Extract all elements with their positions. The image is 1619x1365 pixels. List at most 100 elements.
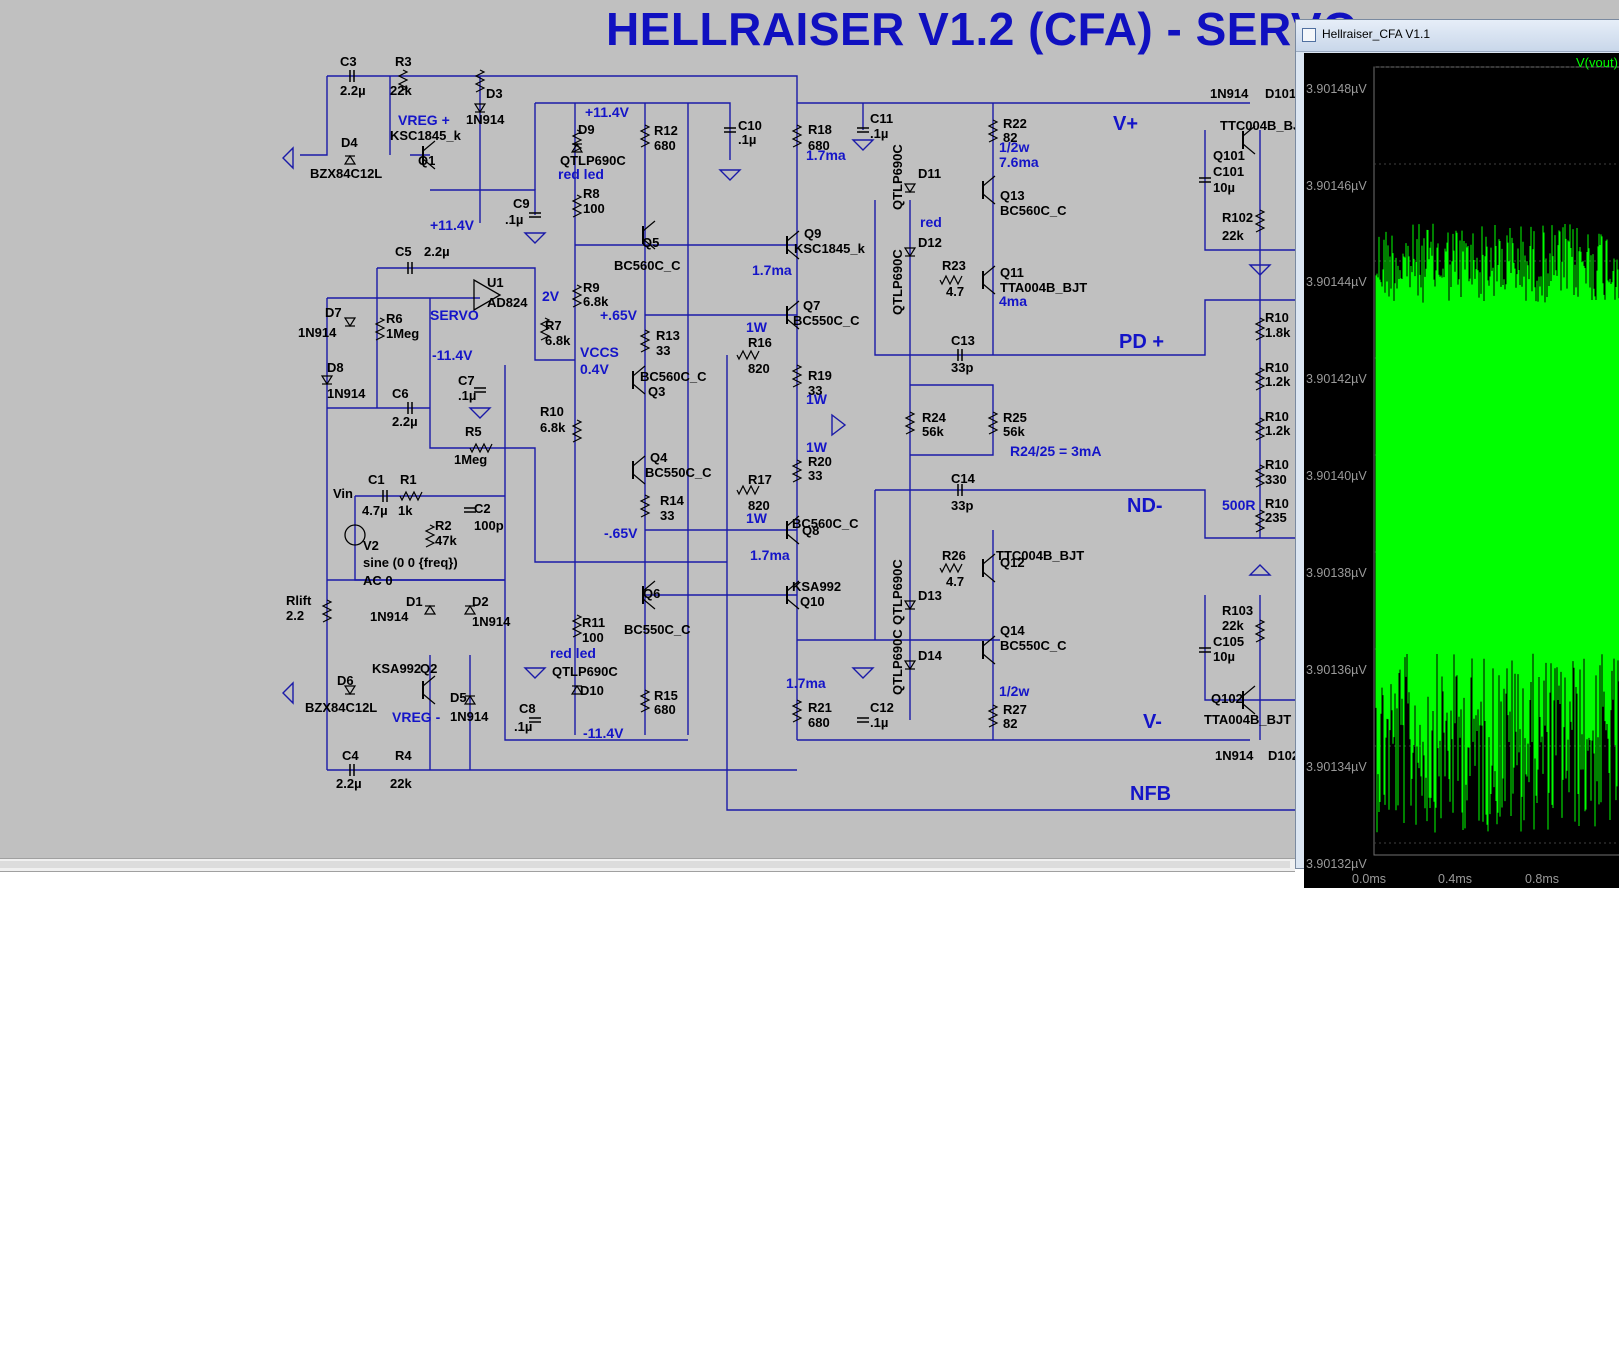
component-value: 33 xyxy=(660,508,674,523)
component-value: 56k xyxy=(1003,424,1025,439)
transistor-symbol xyxy=(982,193,996,205)
component-value: 22k xyxy=(390,83,412,98)
plot-titlebar[interactable]: Hellraiser_CFA V1.1 xyxy=(1296,20,1619,52)
annotation-r500: 500R xyxy=(1222,497,1255,513)
transistor-symbol xyxy=(642,598,656,610)
trace-label[interactable]: V(vout) xyxy=(1576,55,1618,70)
plot-pane[interactable]: V(vout) 3.90148µV 3.90146µV 3.90144µV 3.… xyxy=(1304,53,1619,888)
net-label-pd: PD + xyxy=(1119,331,1164,353)
component-value: 47k xyxy=(435,533,457,548)
resistor-symbol xyxy=(399,490,423,502)
transistor-symbol xyxy=(422,158,436,170)
component-value: 1N914 xyxy=(298,325,337,340)
component-value: QTLP690C xyxy=(552,664,618,679)
component-ref: C11 xyxy=(870,111,893,126)
component-ref: D8 xyxy=(327,360,344,375)
net-label-vneg: V- xyxy=(1143,711,1162,733)
waveform-plot-window[interactable]: Hellraiser_CFA V1.1 V(vout) 3.90148µV 3.… xyxy=(1295,19,1619,888)
diode-symbol xyxy=(570,142,584,153)
annotation-plus114: +11.4V xyxy=(585,104,630,120)
component-ref: D5 xyxy=(450,690,467,705)
component-ref: R16 xyxy=(748,335,772,350)
component-value: 1N914 xyxy=(472,614,511,629)
component-value: AD824 xyxy=(487,295,528,310)
annotation-vreg-pos: VREG + xyxy=(398,112,450,128)
ground-symbol xyxy=(1248,564,1272,576)
component-value: 100p xyxy=(474,518,504,533)
component-value: 1N914 xyxy=(1210,86,1249,101)
resistor-symbol xyxy=(736,484,760,496)
component-value: 82 xyxy=(1003,716,1017,731)
component-value: BC550C_C xyxy=(645,465,712,480)
component-ref: R27 xyxy=(1003,702,1027,717)
component-ref: R15 xyxy=(654,688,678,703)
ground-symbol xyxy=(1248,264,1272,276)
component-value: 10µ xyxy=(1213,180,1235,195)
scrollbar-thumb[interactable] xyxy=(0,861,1290,868)
annotation-ma4: 4ma xyxy=(999,293,1027,309)
diode-symbol xyxy=(320,375,334,386)
transistor-symbol xyxy=(786,248,800,260)
resistor-symbol xyxy=(469,442,493,454)
y-tick-label: 3.90144µV xyxy=(1306,275,1367,289)
component-ref: D102 xyxy=(1268,748,1295,763)
component-ref: R21 xyxy=(808,700,832,715)
component-value: .1µ xyxy=(870,126,888,141)
transistor-symbol xyxy=(642,238,656,250)
component-value: 6.8k xyxy=(545,333,571,348)
component-value: 4.7µ xyxy=(362,503,388,518)
y-tick-label: 3.90146µV xyxy=(1306,179,1367,193)
annotation-ma17d: 1.7ma xyxy=(786,675,826,691)
resistor-symbol xyxy=(571,284,583,308)
annotation-r2425: R24/25 = 3mA xyxy=(1010,443,1101,459)
annotation-half-w-b: 1/2w xyxy=(999,683,1029,699)
transistor-symbol xyxy=(632,455,646,467)
output-port-arrow xyxy=(831,413,847,437)
resistor-symbol xyxy=(987,411,999,435)
component-ref: Q2 xyxy=(420,661,437,676)
component-ref: D11 xyxy=(918,166,941,181)
resistor-symbol xyxy=(939,274,963,286)
plot-trace-area[interactable] xyxy=(1304,53,1619,888)
waveform-app-icon xyxy=(1302,28,1316,42)
component-ref: D14 xyxy=(918,648,943,663)
annotation-minus114: -11.4V xyxy=(432,347,473,363)
component-ref: C5 xyxy=(395,244,412,259)
transistor-symbol xyxy=(632,365,646,377)
diode-symbol xyxy=(473,103,487,114)
transistor-symbol xyxy=(1242,143,1256,155)
component-ref: R23 xyxy=(942,258,966,273)
transistor-symbol xyxy=(642,580,656,592)
component-value: 235 xyxy=(1265,510,1287,525)
component-value: 33p xyxy=(951,360,973,375)
transistor-symbol xyxy=(786,230,800,242)
component-value: 22k xyxy=(390,776,412,791)
diode-symbol xyxy=(903,600,917,611)
wire xyxy=(1204,130,1295,251)
component-ref: Q12 xyxy=(1000,555,1025,570)
component-ref: D4 xyxy=(341,135,358,150)
diode-symbol xyxy=(463,604,477,615)
diode-symbol xyxy=(343,317,357,328)
component-value: .1µ xyxy=(514,719,532,734)
component-value: 22k xyxy=(1222,618,1244,633)
component-value: 1.8k xyxy=(1265,325,1291,340)
horizontal-scrollbar[interactable] xyxy=(0,858,1295,872)
component-value: BC560C_C xyxy=(1000,203,1067,218)
annotation-red-led1: red led xyxy=(558,166,604,182)
component-ref: Q11 xyxy=(1000,265,1024,280)
schematic-title: HELLRAISER V1.2 (CFA) - SERVO xyxy=(606,3,1359,55)
component-ref: Q8 xyxy=(802,523,819,538)
resistor-symbol xyxy=(571,129,583,153)
diode-symbol xyxy=(343,685,357,696)
wire xyxy=(327,75,798,190)
port-arrow xyxy=(282,681,294,705)
component-ref: R24 xyxy=(922,410,947,425)
wire xyxy=(726,355,1295,811)
component-value: 1k xyxy=(398,503,413,518)
component-value: 6.8k xyxy=(540,420,566,435)
annotation-plus114b: +11.4V xyxy=(430,217,475,233)
component-ref: C6 xyxy=(392,386,409,401)
diode-symbol xyxy=(903,247,917,258)
